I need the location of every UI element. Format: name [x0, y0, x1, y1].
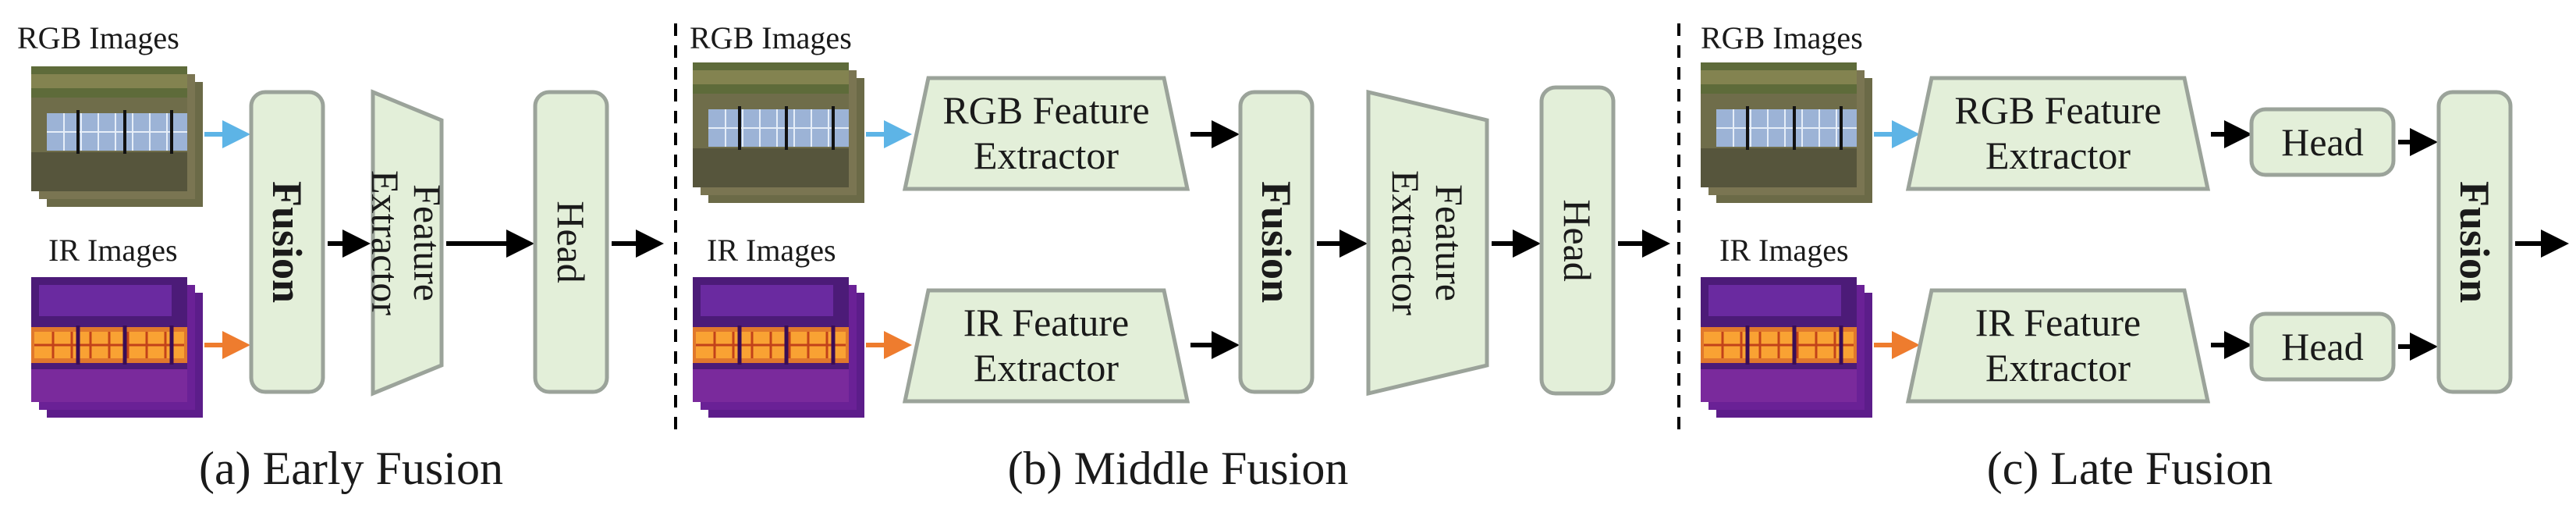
rgb-feature-extractor-label-line1: RGB Feature [1954, 88, 2161, 132]
rgb-images-thumbnail [691, 61, 866, 205]
rgb-feature-extractor-label-line2: Extractor [974, 133, 1119, 177]
rgb-images-label: RGB Images [17, 20, 179, 55]
panel-late-fusion: RGB Images IR Images RGB Feature Extract… [1699, 20, 2569, 494]
head-block [533, 90, 609, 394]
fusion-block [2436, 90, 2513, 394]
feature-extractor-label-line2: Extractor [364, 170, 407, 315]
feature-extractor-label-line1: Feature [1428, 184, 1471, 301]
ir-feature-extractor-block [902, 288, 1190, 404]
caption-early-fusion: (a) Early Fusion [199, 443, 503, 494]
ir-images-label: IR Images [707, 233, 836, 268]
ir-feature-extractor-label-line2: Extractor [974, 346, 1119, 390]
feature-extractor-label-line2: Extractor [1384, 170, 1428, 315]
ir-images-label: IR Images [1719, 233, 1849, 268]
fusion-label: Fusion [264, 181, 310, 303]
rgb-images-thumbnail [30, 65, 204, 208]
ir-images-label: IR Images [48, 233, 178, 268]
rgb-images-label: RGB Images [1701, 20, 1863, 55]
ir-feature-extractor-label-line1: IR Feature [1975, 301, 2141, 344]
feature-extractor-label-line1: Feature [406, 184, 449, 301]
panel-middle-fusion: RGB Images IR Images RGB Feature Extract… [690, 20, 1670, 494]
caption-middle-fusion: (b) Middle Fusion [1008, 443, 1349, 494]
ir-images-thumbnail [693, 277, 864, 418]
caption-late-fusion: (c) Late Fusion [1987, 443, 2273, 494]
rgb-feature-extractor-block [1905, 76, 2211, 191]
fusion-label: Fusion [1253, 181, 1300, 303]
ir-feature-extractor-block [1905, 288, 2211, 404]
rgb-images-thumbnail [1699, 61, 1874, 205]
rgb-images-label: RGB Images [690, 20, 852, 55]
rgb-feature-extractor-label-line2: Extractor [1985, 133, 2131, 177]
ir-images-thumbnail [31, 277, 203, 418]
head-label: Head [549, 201, 593, 283]
feature-extractor-block [371, 89, 444, 397]
head-block-rgb [2249, 107, 2396, 177]
head-label: Head [2281, 325, 2364, 368]
rgb-feature-extractor-block [902, 76, 1190, 191]
ir-feature-extractor-label-line1: IR Feature [963, 301, 1129, 344]
head-block [1539, 85, 1616, 396]
head-label: Head [2281, 120, 2364, 164]
head-label: Head [1556, 199, 1599, 282]
fusion-block [1238, 90, 1315, 394]
fusion-block [249, 90, 325, 394]
rgb-feature-extractor-label-line1: RGB Feature [942, 88, 1149, 132]
ir-feature-extractor-label-line2: Extractor [1985, 346, 2131, 390]
fusion-label: Fusion [2451, 181, 2498, 303]
head-block-ir [2249, 311, 2396, 382]
feature-extractor-block [1366, 89, 1489, 397]
ir-images-thumbnail [1701, 277, 1872, 418]
panel-early-fusion: RGB Images IR Images Fusion Feature Extr… [17, 20, 664, 494]
